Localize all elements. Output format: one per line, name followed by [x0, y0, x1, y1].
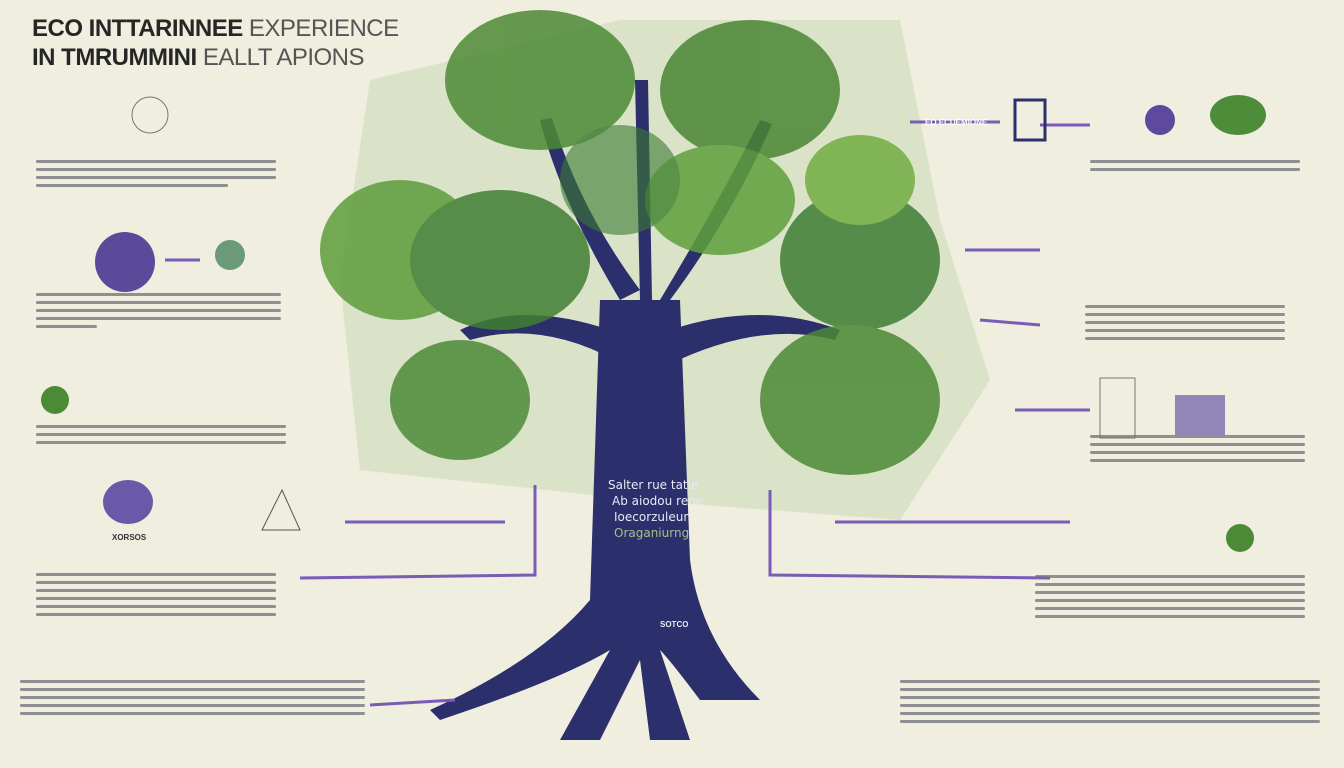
- root-caption: SOTCO: [660, 620, 689, 629]
- plant-icon: [41, 386, 69, 414]
- flower-cluster-icon: [1145, 105, 1175, 135]
- trunk-label-4: Oraganiurng: [614, 526, 690, 540]
- text-block-left-2: [36, 293, 281, 333]
- tree-canopy: [320, 10, 940, 475]
- text-block-left-3: [36, 425, 286, 449]
- page-title: ECO INTTARINNEE EXPERIENCE IN TMRUMMINI …: [32, 14, 399, 72]
- connector-right-6: [768, 490, 1051, 580]
- text-block-right-3: [1090, 435, 1305, 467]
- text-block-right-1: [1090, 160, 1300, 176]
- title-line-2b: EALLT APIONS: [202, 44, 365, 71]
- title-line-2: IN TMRUMMINI: [32, 44, 197, 71]
- connector-right-3: [979, 318, 1041, 327]
- trunk-label-2: Ab aiodou rene: [612, 494, 704, 508]
- text-block-left-4: [36, 573, 276, 621]
- connector-left-3: [369, 698, 456, 707]
- text-block-right-4: [1035, 575, 1305, 623]
- document-icon: [1013, 98, 1047, 142]
- right-tag: EO ECUEMIONE: [925, 118, 988, 127]
- title-line-1: ECO INTTARINNEE: [32, 15, 243, 42]
- text-block-left-5: [20, 680, 365, 720]
- tree-icon: [1210, 95, 1266, 135]
- globe-icon: [95, 232, 155, 292]
- clover-icon: [1226, 524, 1254, 552]
- connector-lines: [165, 120, 1090, 707]
- pyramid-icon: [261, 488, 301, 531]
- connector-left-2: [299, 485, 537, 580]
- building-icon: [1175, 395, 1225, 435]
- scientist-sketch-icon: [131, 96, 169, 134]
- flower-caption: XORSOS: [112, 533, 147, 542]
- title-line-1b: EXPERIENCE: [248, 15, 399, 42]
- plant-pot-icon: [1099, 377, 1136, 439]
- text-block-right-2: [1085, 305, 1285, 345]
- text-block-left-1: [36, 160, 276, 192]
- trunk-label-3: Ioecorzuleun: [614, 510, 691, 524]
- trunk-label-1: Salter rue tatle: [608, 478, 699, 492]
- text-block-right-5: [900, 680, 1320, 728]
- flower-icon: [103, 480, 153, 524]
- leaf-icon: [215, 240, 245, 270]
